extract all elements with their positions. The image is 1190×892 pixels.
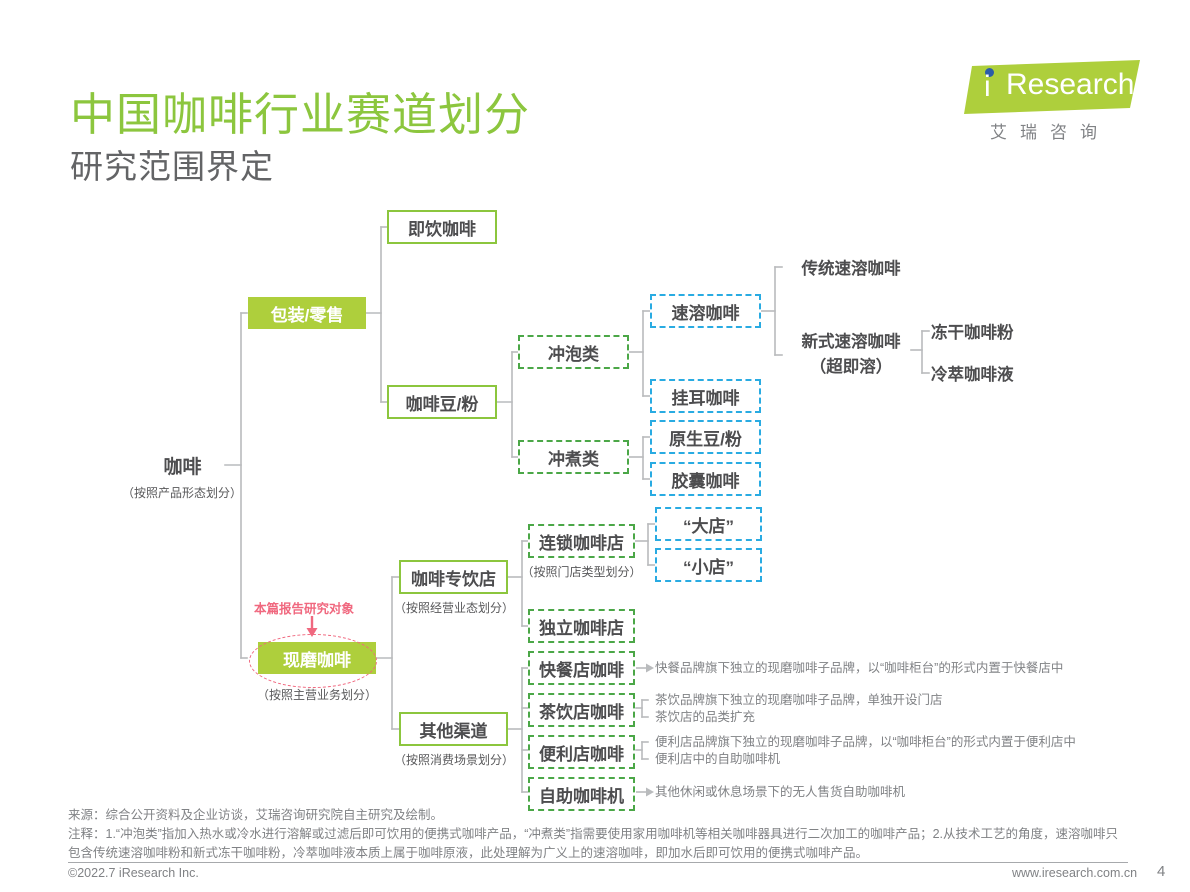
node-chain-coffee-store-label: 连锁咖啡店: [539, 533, 624, 553]
node-beans-powder[interactable]: 咖啡豆/粉: [387, 385, 497, 419]
node-traditional-instant-label: 传统速溶咖啡: [801, 260, 901, 278]
node-fastfood-coffee[interactable]: 快餐店咖啡: [528, 651, 635, 685]
desc-convenience-coffee-1: 便利店品牌旗下独立的现磨咖啡子品牌，以“咖啡柜台”的形式内置于便利店中: [655, 735, 1076, 749]
focus-annotation-label: 本篇报告研究对象: [254, 602, 355, 616]
caption-root-coffee: （按照产品形态划分）: [121, 486, 242, 500]
node-convenience-coffee[interactable]: 便利店咖啡: [528, 735, 635, 769]
focus-arrow-icon: [306, 616, 318, 637]
desc-teashop-coffee-2: 茶饮店的品类扩充: [655, 710, 756, 724]
iresearch-logo: i Research 艾瑞咨询: [962, 60, 1142, 146]
node-fresh-ground-coffee[interactable]: 现磨咖啡: [258, 642, 376, 674]
node-capsule-coffee-label: 胶囊咖啡: [671, 471, 740, 491]
node-independent-coffee-store-label: 独立咖啡店: [539, 618, 624, 638]
node-new-instant-label-line1: 新式速溶咖啡: [801, 332, 901, 351]
copyright-text: ©2022.7 iResearch Inc.: [68, 866, 199, 880]
node-cold-brew-liquid-label: 冷萃咖啡液: [931, 366, 1014, 384]
node-drip-bag-coffee[interactable]: 挂耳咖啡: [650, 379, 761, 413]
node-other-channels-label: 其他渠道: [419, 721, 488, 741]
logo-wordmark: Research: [1006, 68, 1135, 101]
node-packaged-retail[interactable]: 包装/零售: [248, 297, 366, 329]
caption-other-channels: （按照消费场景划分）: [393, 753, 514, 767]
node-boil-type[interactable]: 冲煮类: [518, 440, 629, 474]
desc-vending-machine: 其他休闲或休息场景下的无人售货自助咖啡机: [655, 785, 906, 799]
node-new-instant-line2[interactable]: （超即溶）: [784, 352, 918, 377]
node-small-store-label: “小店”: [683, 557, 734, 577]
caption-specialty-coffee-store: （按照经营业态划分）: [393, 601, 514, 615]
node-boil-type-label: 冲煮类: [548, 449, 599, 469]
node-fresh-ground-coffee-label: 现磨咖啡: [283, 650, 351, 670]
node-capsule-coffee[interactable]: 胶囊咖啡: [650, 462, 761, 496]
node-instant-coffee-label: 速溶咖啡: [671, 303, 740, 323]
node-big-store[interactable]: “大店”: [655, 507, 762, 541]
node-rtd-coffee-label: 即饮咖啡: [408, 219, 476, 239]
node-other-channels[interactable]: 其他渠道: [399, 712, 508, 746]
logo-letter-i: i: [984, 70, 991, 103]
arrow-head-icon: [646, 663, 654, 797]
note-line: 注释：1.“冲泡类”指加入热水或冷水进行溶解或过滤后即可饮用的便携式咖啡产品，“…: [68, 827, 1119, 860]
node-fastfood-coffee-label: 快餐店咖啡: [539, 660, 624, 680]
node-freeze-dried-powder[interactable]: 冻干咖啡粉: [931, 318, 1046, 344]
node-cold-brew-liquid[interactable]: 冷萃咖啡液: [931, 360, 1046, 386]
logo-parallelogram-shape: [964, 60, 1140, 114]
node-independent-coffee-store[interactable]: 独立咖啡店: [528, 609, 635, 643]
footer-notes: 来源：综合公开资料及企业访谈，艾瑞咨询研究院自主研究及绘制。 注释：1.“冲泡类…: [68, 806, 1128, 862]
node-root-coffee-label: 咖啡: [163, 456, 202, 478]
node-freeze-dried-powder-label: 冻干咖啡粉: [931, 324, 1014, 342]
website-url: www.iresearch.com.cn: [1012, 866, 1138, 880]
node-specialty-coffee-store-label: 咖啡专饮店: [411, 569, 496, 589]
node-teashop-coffee[interactable]: 茶饮店咖啡: [528, 693, 635, 727]
desc-teashop-coffee-1: 茶饮品牌旗下独立的现磨咖啡子品牌，单独开设门店: [655, 693, 943, 707]
caption-fresh-ground-coffee: （按照主营业务划分）: [256, 688, 377, 702]
desc-fastfood-coffee: 快餐品牌旗下独立的现磨咖啡子品牌，以“咖啡柜台”的形式内置于快餐店中: [655, 661, 1064, 675]
node-traditional-instant[interactable]: 传统速溶咖啡: [784, 253, 918, 281]
node-convenience-coffee-label: 便利店咖啡: [539, 744, 624, 764]
node-raw-bean-powder[interactable]: 原生豆/粉: [650, 420, 761, 454]
page-subtitle: 研究范围界定: [70, 148, 274, 185]
page-number: 4: [1157, 863, 1166, 880]
footer-divider: [68, 862, 1128, 863]
node-brew-type[interactable]: 冲泡类: [518, 335, 629, 369]
node-vending-machine-label: 自助咖啡机: [539, 786, 624, 806]
caption-chain-coffee-store: （按照门店类型划分）: [521, 565, 642, 579]
node-specialty-coffee-store[interactable]: 咖啡专饮店: [399, 560, 508, 594]
logo-i-dot-icon: [985, 68, 994, 77]
node-chain-coffee-store[interactable]: 连锁咖啡店: [528, 524, 635, 558]
node-vending-machine[interactable]: 自助咖啡机: [528, 777, 635, 811]
source-line: 来源：综合公开资料及企业访谈，艾瑞咨询研究院自主研究及绘制。: [68, 808, 444, 822]
node-beans-powder-label: 咖啡豆/粉: [405, 394, 479, 414]
node-raw-bean-powder-label: 原生豆/粉: [669, 429, 742, 449]
logo-chinese-name: 艾瑞咨询: [990, 123, 1110, 142]
node-brew-type-label: 冲泡类: [548, 344, 599, 364]
node-new-instant-line1[interactable]: 新式速溶咖啡: [784, 327, 918, 352]
node-small-store[interactable]: “小店”: [655, 548, 762, 582]
page-title: 中国咖啡行业赛道划分: [70, 89, 531, 140]
node-packaged-retail-label: 包装/零售: [270, 305, 344, 325]
coffee-industry-tree-diagram: 咖啡 （按照产品形态划分） 包装/零售 现磨咖啡 本篇报告研究对象 （按照主营业…: [121, 210, 1076, 811]
node-teashop-coffee-label: 茶饮店咖啡: [539, 702, 624, 722]
node-rtd-coffee[interactable]: 即饮咖啡: [387, 210, 497, 244]
node-new-instant-label-line2: （超即溶）: [809, 357, 893, 376]
node-root-coffee[interactable]: 咖啡: [140, 450, 225, 480]
node-big-store-label: “大店”: [683, 516, 734, 536]
node-drip-bag-coffee-label: 挂耳咖啡: [671, 388, 740, 408]
desc-convenience-coffee-2: 便利店中的自助咖啡机: [655, 752, 781, 766]
node-instant-coffee[interactable]: 速溶咖啡: [650, 294, 761, 328]
